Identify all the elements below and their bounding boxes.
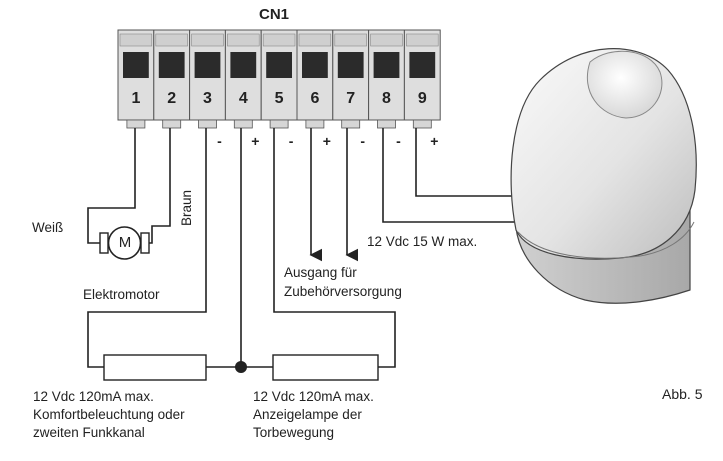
indicator-lamp-load (272, 354, 379, 381)
terminal-screw (158, 52, 185, 78)
terminal-polarity: - (360, 133, 365, 149)
terminal-5: 5- (260, 29, 298, 149)
accessory-output-label-1: Ausgang für (284, 265, 357, 280)
terminal-screw (409, 52, 436, 78)
left-load-rating: 12 Vdc 120mA max. (33, 389, 154, 404)
terminal-polarity: - (217, 133, 222, 149)
terminal-number: 4 (239, 90, 248, 107)
left-load-desc-2: zweiten Funkkanal (33, 425, 145, 440)
terminal-3: 3- (189, 29, 226, 149)
motor-symbol (99, 226, 150, 260)
terminal-number: 5 (275, 90, 284, 107)
connector-title: CN1 (259, 6, 290, 23)
terminal-screw (337, 52, 364, 78)
lamp-wiring (382, 128, 530, 223)
accessory-output-label-2: Zubehörversorgung (284, 284, 402, 299)
terminal-screw (194, 52, 221, 78)
terminal-polarity: + (323, 133, 331, 149)
terminal-number: 6 (310, 90, 319, 107)
wire-label-brown: Braun (179, 189, 194, 226)
terminal-polarity: + (430, 133, 438, 149)
right-load-rating: 12 Vdc 120mA max. (253, 389, 374, 404)
terminal-number: 1 (131, 90, 140, 107)
terminal-screw (373, 52, 400, 78)
terminal-number: 3 (203, 90, 212, 107)
wire-label-white: Weiß (32, 220, 64, 235)
terminal-number: 7 (346, 90, 355, 107)
flashing-lamp-image (510, 48, 697, 304)
terminal-number: 8 (382, 90, 391, 107)
terminal-1: 1 (117, 29, 155, 129)
terminal-9: 9+ (403, 29, 441, 149)
terminal-polarity: - (396, 133, 401, 149)
terminal-6: 6+ (296, 29, 334, 149)
right-load-desc-1: Anzeigelampe der (253, 407, 362, 422)
terminal-screw (123, 52, 149, 78)
terminal-polarity: - (289, 133, 294, 149)
terminal-number: 2 (167, 90, 176, 107)
load-wiring (87, 128, 396, 368)
terminal-4: 4+ (224, 29, 262, 149)
terminal-2: 2 (153, 29, 191, 129)
terminal-polarity: + (251, 133, 259, 149)
motor-symbol-letter: M (118, 234, 132, 251)
terminal-number: 9 (418, 90, 427, 107)
comfort-light-load (103, 354, 207, 381)
terminal-screw (266, 52, 292, 78)
accessory-arrows (309, 128, 359, 262)
motor-label: Elektromotor (83, 287, 160, 302)
junction-dot (235, 361, 247, 373)
terminal-screw (302, 52, 328, 78)
lamp-output-rating: 12 Vdc 15 W max. (367, 234, 478, 249)
motor-wiring (87, 128, 171, 244)
terminal-7: 7- (332, 29, 370, 149)
terminal-8: 8- (368, 29, 405, 149)
terminal-screw (230, 52, 257, 78)
figure-label: Abb. 5 (662, 386, 703, 402)
right-load-desc-2: Torbewegung (253, 425, 335, 440)
left-load-desc-1: Komfortbeleuchtung oder (33, 407, 185, 422)
